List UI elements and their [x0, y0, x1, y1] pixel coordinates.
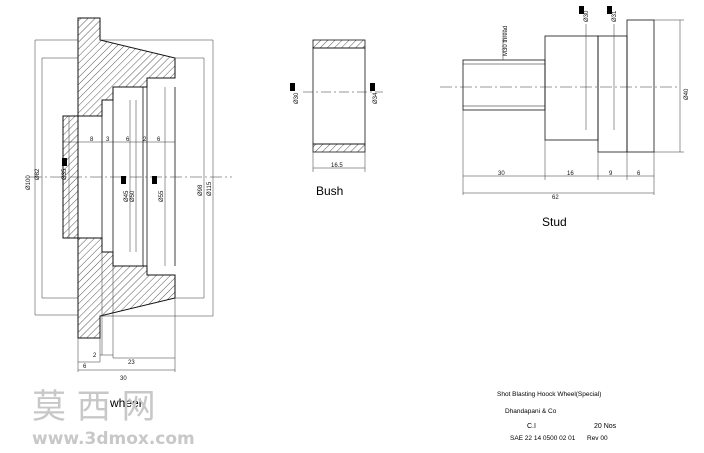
watermark-url: www.3dmox.com: [32, 429, 195, 449]
stud-dim-len-9: 9: [609, 171, 613, 177]
watermark-cn: 莫 西 网: [32, 387, 156, 427]
wheel-dim-d45: Ø45: [124, 190, 130, 202]
title-material: C.I: [527, 423, 536, 430]
title-revision: Rev 00: [587, 435, 608, 442]
stud-head: [626, 19, 655, 153]
wheel-dim-d100: Ø100: [26, 175, 32, 190]
wheel-dim-step-2: 2: [143, 137, 147, 143]
bush-bottom-wall: [312, 143, 366, 153]
wheel-view: Ø100 Ø82 Ø35 Ø45 Ø50 Ø55 Ø98 Ø115 8 3 6 …: [26, 17, 232, 410]
stud-dim-len-16: 16: [567, 171, 574, 177]
stud-view: M30 thread Ø30 Ø31 Ø40 30 16 9 6 62 Stud: [440, 6, 690, 229]
bush-top-wall: [312, 39, 366, 49]
wheel-dim-d82: Ø82: [35, 168, 41, 180]
title-drawing-no: SAE 22 14 0500 02 01: [510, 435, 576, 442]
stud-dim-len-6: 6: [637, 171, 641, 177]
bush-view: Ø30 Ø34 16.5 Bush: [290, 39, 383, 198]
wheel-dim-step-6: 6: [126, 137, 130, 143]
wheel-dim-d115: Ø115: [207, 181, 213, 196]
stud-dim-thread: M30 thread: [503, 26, 509, 56]
bush-marker-d30: [290, 83, 295, 91]
title-block: Shot Blasting Hoock Wheel(Special) Dhand…: [497, 391, 617, 442]
title-description: Shot Blasting Hoock Wheel(Special): [497, 391, 601, 398]
stud-dim-d40: Ø40: [684, 88, 690, 100]
title-company: Dhandapani & Co: [505, 408, 557, 415]
wheel-dim-bottom-2: 2: [93, 353, 97, 359]
stud-dim-len-30: 30: [498, 171, 505, 177]
wheel-marker-d45: [121, 176, 126, 184]
stud-collar: [597, 35, 628, 153]
bush-dim-d30: Ø30: [294, 92, 300, 104]
stud-shank: [544, 35, 599, 141]
stud-dim-d31: Ø31: [612, 10, 618, 22]
bush-title: Bush: [316, 184, 343, 198]
wheel-marker-d35: [62, 158, 67, 166]
wheel-dim-bottom-6: 6: [83, 364, 87, 370]
wheel-dim-step-3: 3: [106, 137, 110, 143]
wheel-dim-step-6b: 6: [157, 137, 161, 143]
bush-dim-length: 16.5: [331, 163, 343, 169]
watermark: 莫 西 网 www.3dmox.com: [32, 387, 195, 449]
stud-dim-d30: Ø30: [584, 10, 590, 22]
stud-marker-d31: [607, 6, 612, 14]
bush-body: [312, 47, 366, 145]
stud-threaded-end: [462, 59, 546, 111]
wheel-dim-d50: Ø50: [130, 190, 136, 202]
stud-title: Stud: [542, 215, 567, 229]
wheel-dim-d35: Ø35: [62, 168, 68, 180]
wheel-dim-d55: Ø55: [159, 190, 165, 202]
wheel-dim-d98: Ø98: [198, 184, 204, 196]
stud-marker-d30: [579, 6, 584, 14]
stud-dim-len-62: 62: [552, 195, 559, 201]
bush-dim-d34: Ø34: [373, 92, 379, 104]
wheel-dim-bottom-30: 30: [120, 376, 127, 382]
wheel-section-hatched: [62, 17, 176, 339]
wheel-dim-step-8: 8: [90, 137, 94, 143]
wheel-dim-bottom-23: 23: [128, 360, 135, 366]
title-quantity: 20 Nos: [594, 423, 617, 430]
bush-marker-d34: [370, 83, 375, 91]
wheel-title: wheel: [109, 396, 141, 410]
wheel-marker-d55: [152, 176, 157, 184]
